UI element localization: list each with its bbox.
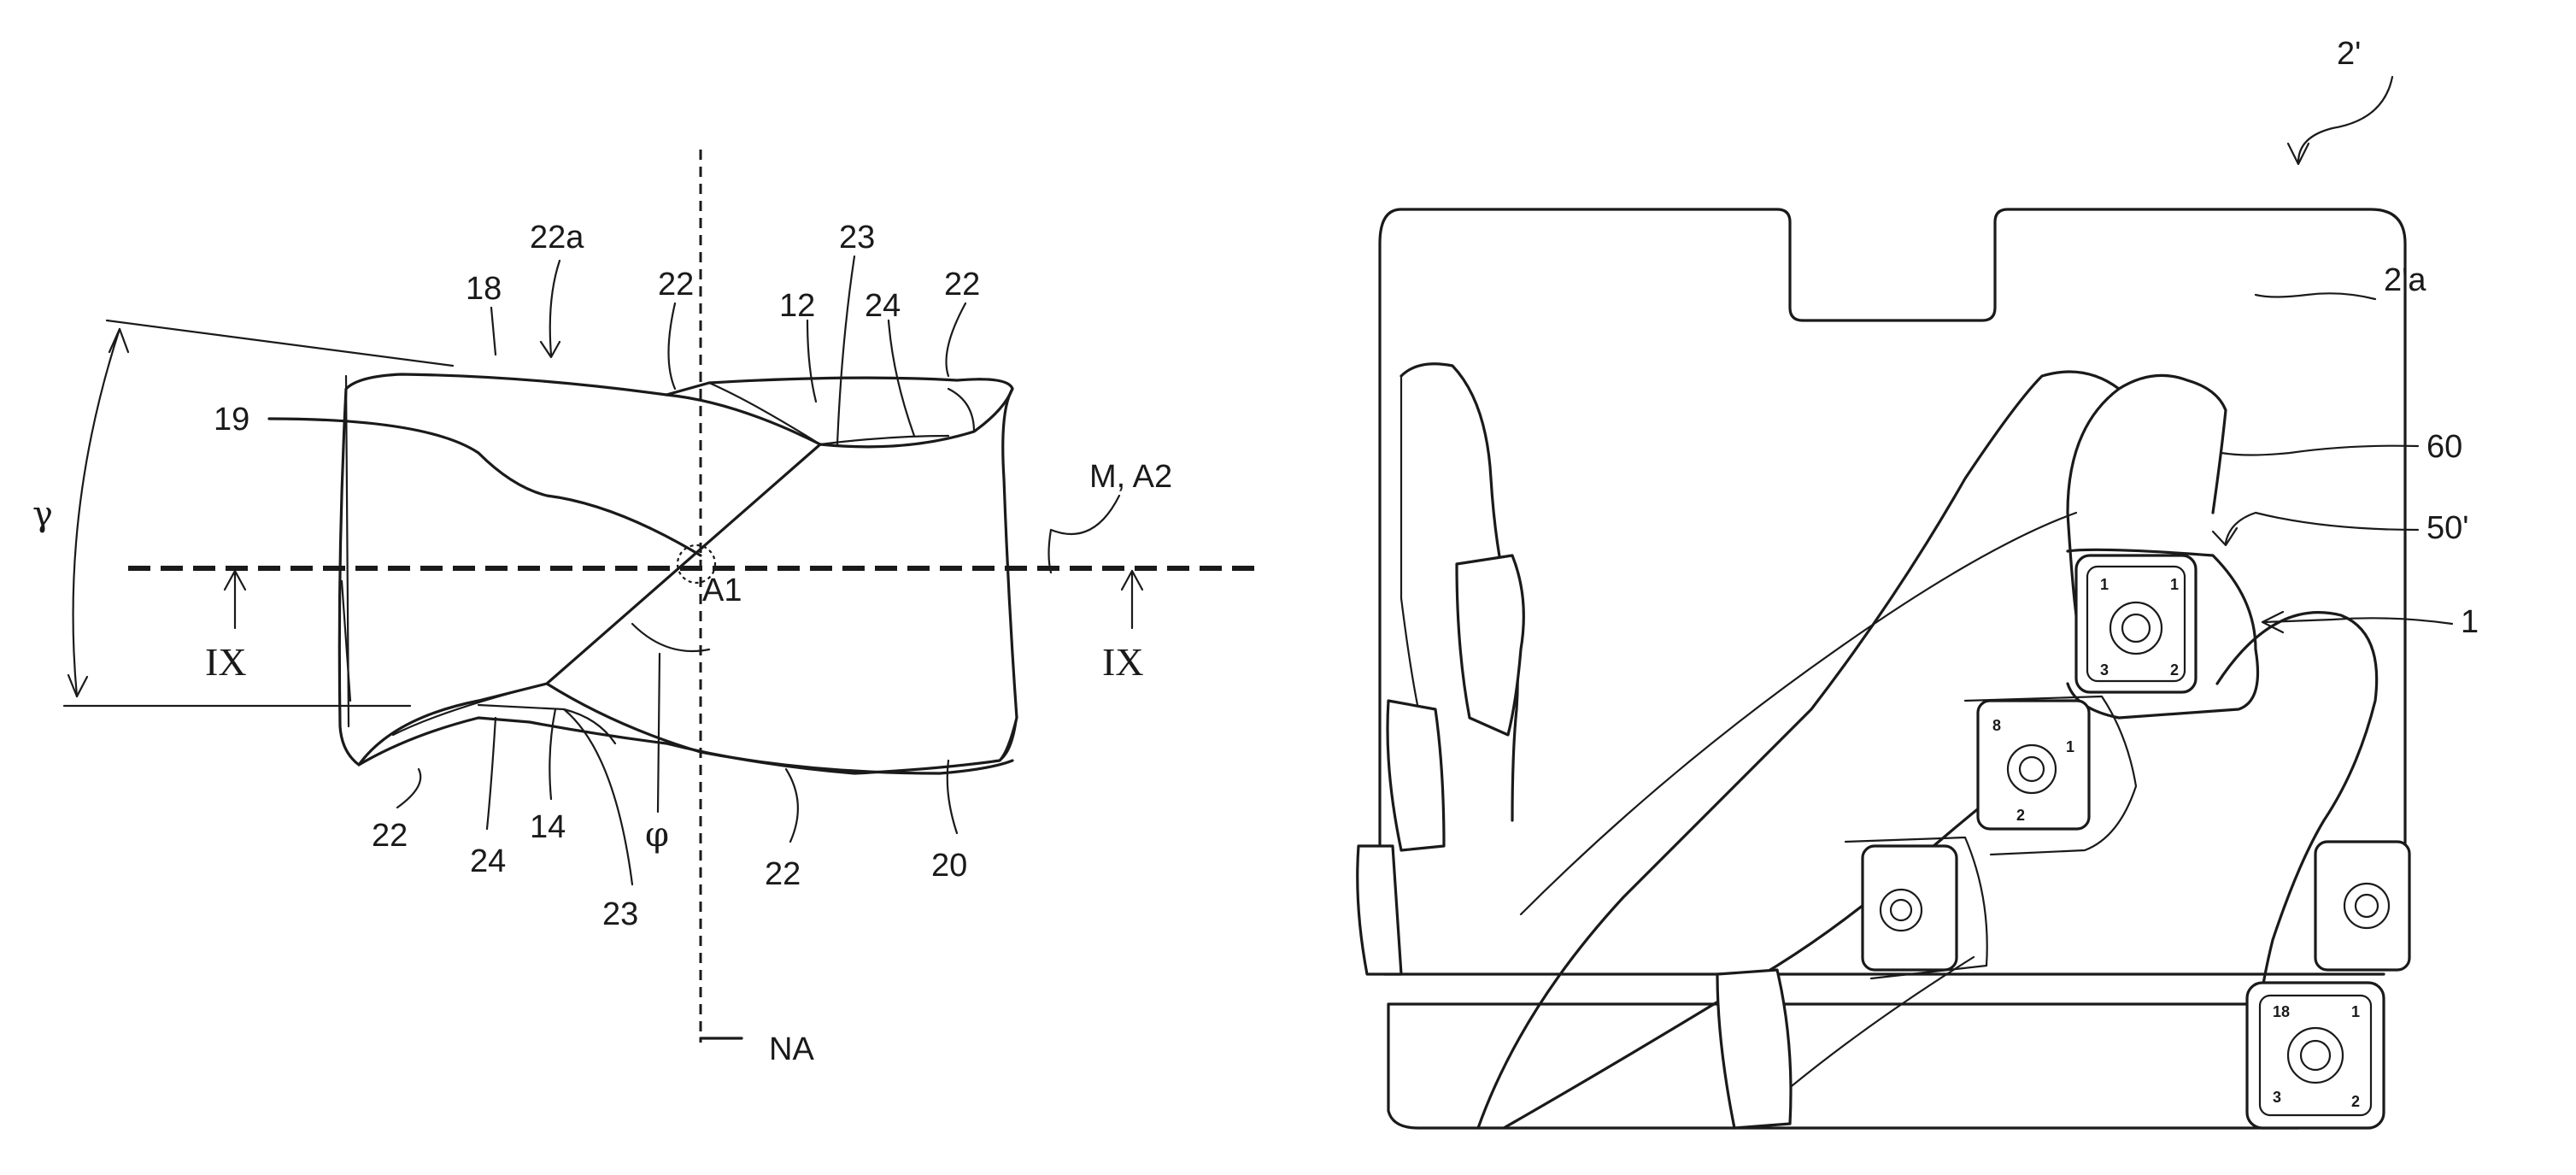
- insert-2: 8 1 2: [1978, 701, 2089, 829]
- label-2prime: 2': [2337, 36, 2361, 72]
- label-22a: 22a: [530, 220, 584, 256]
- label-50prime: 50': [2426, 510, 2469, 546]
- top-edge-12: [709, 383, 820, 444]
- right-figure: 2' 1 1 3 2: [1358, 36, 2479, 1128]
- insert-right-plate: [2315, 842, 2409, 970]
- svg-text:1: 1: [2351, 1003, 2360, 1020]
- leader-22-botleft: [397, 769, 420, 808]
- diagonal-edge: [547, 444, 820, 684]
- label-A1: A1: [702, 573, 742, 608]
- label-23-top: 23: [839, 220, 875, 256]
- left-chip-mid: [1388, 701, 1444, 850]
- gamma-arc: [73, 329, 120, 696]
- insert-3: [1863, 846, 1957, 970]
- svg-text:18: 18: [2273, 1003, 2290, 1020]
- gamma-line-top: [107, 320, 453, 366]
- gamma-arrow-bottom: [68, 675, 87, 696]
- left-flute-inner: [1401, 376, 1418, 709]
- svg-text:2: 2: [2351, 1093, 2360, 1110]
- svg-text:1: 1: [2100, 576, 2109, 593]
- leader-23-bot: [564, 709, 632, 884]
- insert-bottom-right: 18 1 3 2: [2247, 983, 2384, 1128]
- svg-text:1: 1: [2066, 738, 2074, 755]
- bottom-cutting-edge: [359, 684, 1012, 773]
- helical-flute-60: [1478, 372, 2226, 1128]
- insert-3-plate: [1863, 846, 1957, 970]
- left-chip-upper: [1457, 555, 1523, 735]
- leader-22-topright: [947, 303, 966, 376]
- svg-text:8: 8: [1992, 717, 2001, 734]
- bottom-band: [1384, 974, 2384, 1128]
- label-2prime-a: 2'a: [2384, 262, 2426, 298]
- bottom-chip: [1717, 970, 1791, 1128]
- label-12: 12: [779, 288, 815, 324]
- gamma-arrow-top: [109, 329, 128, 352]
- insert-1: 1 1 3 2: [2076, 555, 2196, 692]
- insert-right: [2315, 842, 2409, 970]
- label-20: 20: [931, 848, 967, 884]
- insert-body-outline: [339, 374, 1017, 773]
- svg-text:1: 1: [2170, 576, 2179, 593]
- leader-22-topmid: [669, 303, 676, 389]
- left-figure: 22a 18 22 23 12 24 22 19 M, A2 A1 γ IX I…: [32, 150, 1260, 1067]
- leader-60: [2221, 446, 2418, 455]
- leader-MA2: [1049, 496, 1120, 573]
- leader-2prime: [2298, 77, 2392, 162]
- svg-text:2: 2: [2016, 807, 2025, 824]
- label-60: 60: [2426, 429, 2462, 465]
- top-corner: [948, 389, 974, 432]
- label-22-bottom-left: 22: [372, 818, 408, 854]
- leader-14: [549, 709, 555, 799]
- label-18: 18: [466, 271, 502, 307]
- bottom-edge-24: [393, 684, 547, 735]
- left-face-edge-inner: [342, 581, 350, 701]
- svg-text:2: 2: [2170, 661, 2179, 679]
- leader-23-top: [837, 256, 854, 444]
- label-19: 19: [214, 402, 249, 438]
- label-24-top: 24: [865, 288, 901, 324]
- label-14: 14: [530, 809, 566, 845]
- leader-18: [491, 308, 496, 355]
- leader-12: [807, 320, 816, 402]
- leader-22-botmid: [786, 769, 798, 842]
- section-arrow-left: [225, 571, 245, 628]
- leader-22a: [541, 261, 560, 357]
- section-arrow-right: [1122, 571, 1142, 628]
- svg-text:3: 3: [2273, 1089, 2281, 1106]
- label-22-bottom-mid: 22: [765, 856, 801, 892]
- label-22-top-mid: 22: [658, 267, 694, 303]
- leader-1: [2264, 618, 2452, 624]
- svg-text:3: 3: [2100, 661, 2109, 679]
- cutter-body-outline: [1380, 209, 2405, 889]
- left-chip-lower: [1358, 846, 1401, 974]
- insert-bottom-right-plate: [2247, 983, 2384, 1128]
- label-gamma: γ: [32, 495, 53, 534]
- label-24-bottom: 24: [470, 843, 506, 879]
- leader-2prime-a: [2256, 293, 2375, 299]
- label-23-bottom: 23: [602, 896, 638, 932]
- label-22-top-right: 22: [944, 267, 980, 303]
- rake-face-19: [269, 419, 701, 555]
- label-M-A2: M, A2: [1089, 459, 1172, 495]
- label-IX-right: IX: [1102, 640, 1144, 684]
- label-1: 1: [2461, 604, 2479, 640]
- leader-50prime: [2226, 513, 2418, 543]
- label-phi: φ: [645, 815, 669, 855]
- leader-24-bot: [487, 718, 496, 829]
- phi-arc: [632, 624, 709, 651]
- label-NA: NA: [769, 1031, 814, 1067]
- label-IX-left: IX: [205, 640, 247, 684]
- phi-leader: [658, 654, 660, 812]
